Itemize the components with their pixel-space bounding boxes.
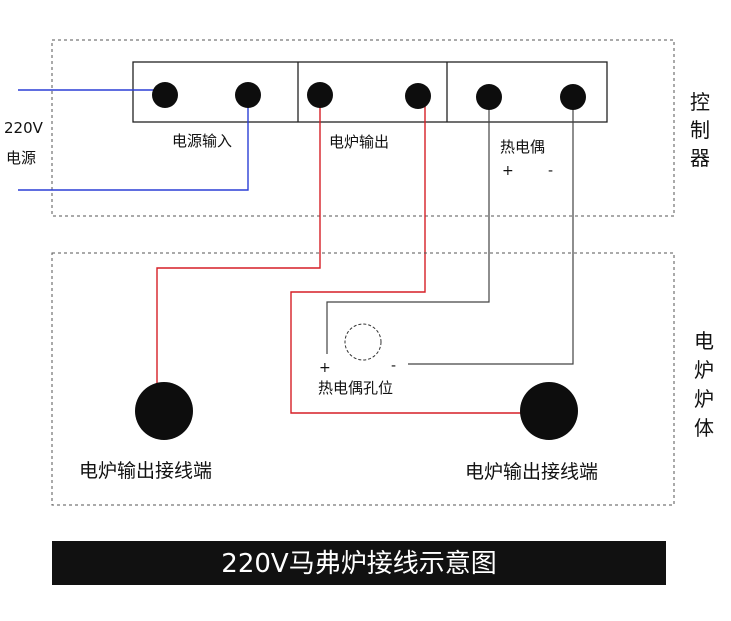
power-wire-bottom (18, 95, 249, 191)
terminal-label-plus: + (502, 163, 514, 179)
controller-label-char-2: 制 (690, 118, 710, 142)
terminal-label-furnace-output: 电炉输出 (329, 133, 389, 151)
power-voltage-label: 220V (4, 119, 44, 137)
terminal-label-minus: - (548, 163, 553, 179)
terminal-output-1 (307, 82, 333, 108)
hole-minus-label: - (391, 358, 396, 374)
furnace-label-char-2: 炉 (694, 358, 714, 382)
controller-label-char-3: 器 (690, 146, 710, 170)
thermocouple-hole-label: 热电偶孔位 (318, 379, 393, 397)
furnace-label-char-1: 电 (694, 329, 714, 353)
terminal-power-2 (235, 82, 261, 108)
thermocouple-wire-plus (326, 97, 490, 354)
terminal-thermo-plus (476, 84, 502, 110)
furnace-terminal-right (520, 382, 578, 440)
controller-box (51, 39, 675, 217)
hole-plus-label: + (319, 360, 331, 376)
title-banner (52, 541, 666, 585)
terminal-strip (132, 61, 608, 123)
furnace-terminal-left-label: 电炉输出接线端 (79, 460, 212, 482)
furnace-body-box (51, 252, 675, 506)
thermocouple-hole (344, 323, 382, 361)
terminal-output-2 (405, 83, 431, 109)
furnace-label-char-3: 炉 (694, 387, 714, 411)
thermocouple-wire-minus (408, 97, 574, 365)
controller-label-char-1: 控 (690, 90, 710, 114)
power-source-label: 电源 (6, 149, 36, 167)
furnace-terminal-right-label: 电炉输出接线端 (465, 461, 598, 483)
furnace-label-char-4: 体 (694, 416, 714, 440)
terminal-label-thermocouple: 热电偶 (500, 138, 545, 156)
diagram-title: 220V马弗炉接线示意图 (221, 549, 496, 579)
terminal-label-power-input: 电源输入 (172, 132, 232, 150)
output-wire-left (156, 95, 321, 400)
terminal-thermo-minus (560, 84, 586, 110)
furnace-terminal-left (135, 382, 193, 440)
output-wire-right (290, 95, 548, 414)
terminal-strip-frame (132, 61, 608, 123)
terminal-power-1 (152, 82, 178, 108)
